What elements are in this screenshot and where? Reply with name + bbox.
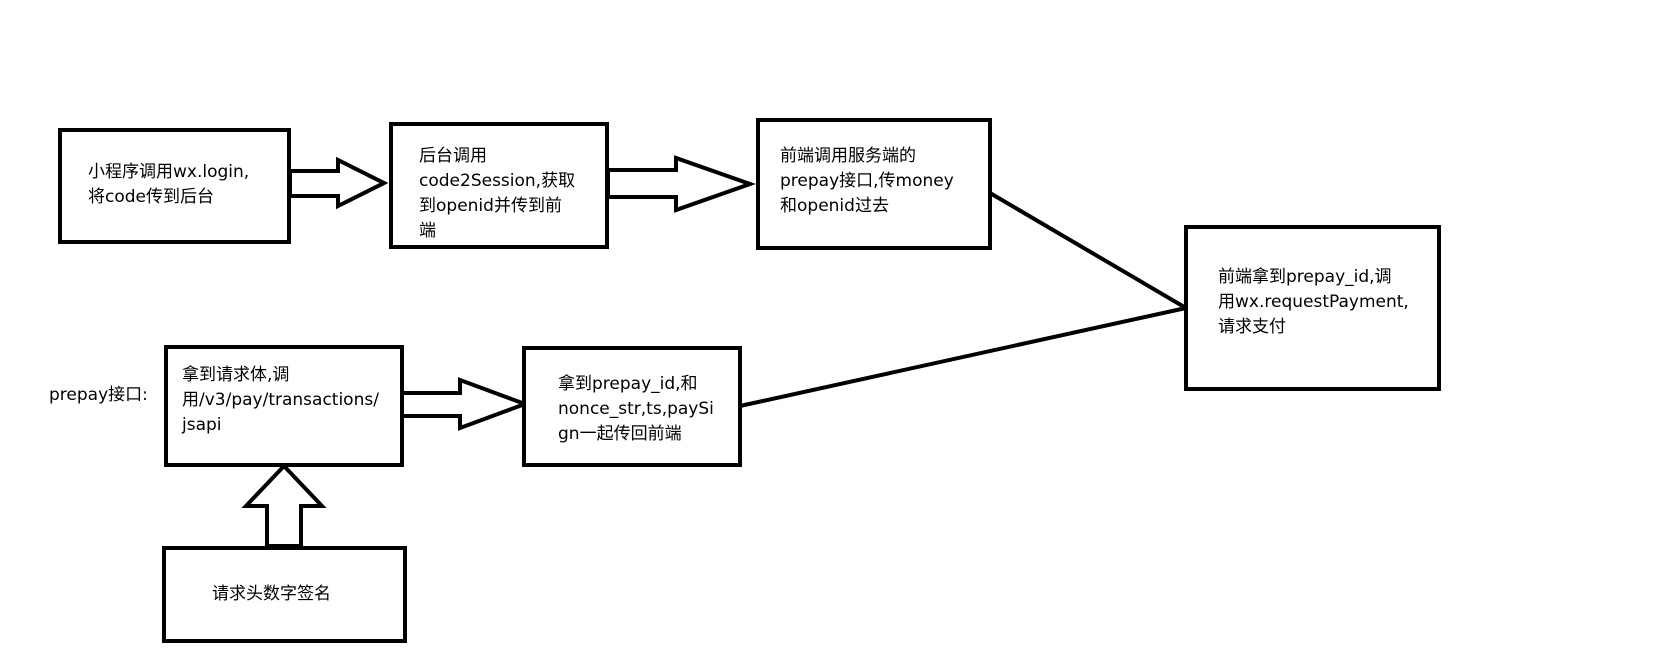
node-call-prepay-text: 前端调用服务端的 prepay接口,传money 和openid过去 <box>780 146 954 216</box>
node-code2session-text: 后台调用 code2Session,获取 到openid并传到前 端 <box>419 146 576 241</box>
arrow-n1-to-n2 <box>288 156 389 210</box>
node-header-signature-text: 请求头数字签名 <box>212 584 331 604</box>
node-request-payment: 前端拿到prepay_id,调 用wx.requestPayment, 请求支付 <box>1184 225 1441 391</box>
node-wx-login-text: 小程序调用wx.login, 将code传到后台 <box>88 162 250 207</box>
node-return-prepay-id-text: 拿到prepay_id,和 nonce_str,ts,paySi gn一起传回前… <box>558 374 714 444</box>
node-header-signature: 请求头数字签名 <box>162 546 407 643</box>
node-jsapi-request-text: 拿到请求体,调 用/v3/pay/transactions/ jsapi <box>182 365 379 435</box>
arrow-n7-to-n5 <box>241 463 327 548</box>
node-wx-login: 小程序调用wx.login, 将code传到后台 <box>58 128 291 244</box>
node-call-prepay: 前端调用服务端的 prepay接口,传money 和openid过去 <box>756 118 992 250</box>
node-return-prepay-id: 拿到prepay_id,和 nonce_str,ts,paySi gn一起传回前… <box>522 346 742 467</box>
node-code2session: 后台调用 code2Session,获取 到openid并传到前 端 <box>389 122 609 249</box>
line-n3-to-n4 <box>988 191 1188 310</box>
node-request-payment-text: 前端拿到prepay_id,调 用wx.requestPayment, 请求支付 <box>1218 267 1409 337</box>
arrow-n2-to-n3 <box>606 155 757 213</box>
node-jsapi-request: 拿到请求体,调 用/v3/pay/transactions/ jsapi <box>164 345 404 467</box>
line-n6-to-n4 <box>739 306 1187 408</box>
arrow-n5-to-n6 <box>398 377 531 431</box>
prepay-interface-label: prepay接口: <box>49 385 148 405</box>
